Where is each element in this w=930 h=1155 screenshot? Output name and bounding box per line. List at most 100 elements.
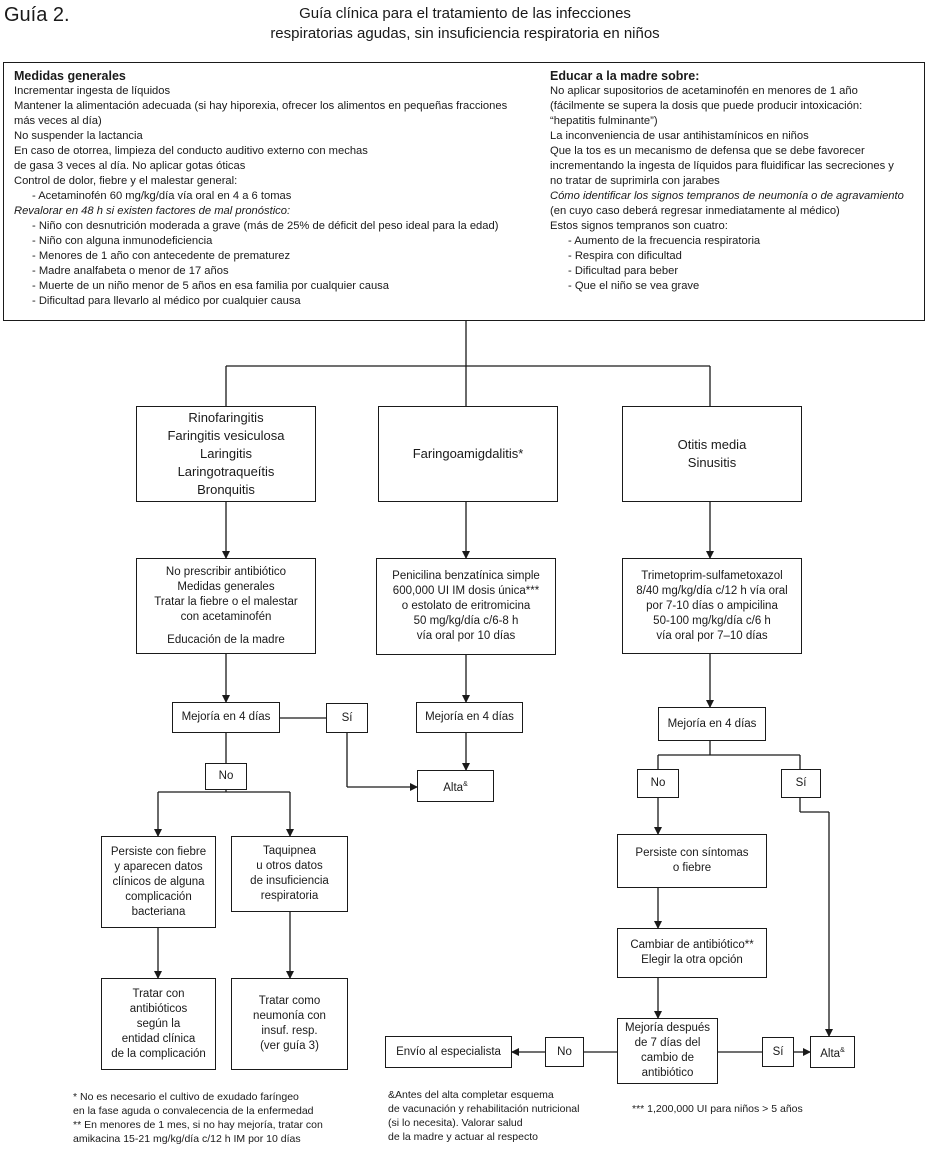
node-text-line: según la [136, 1017, 181, 1030]
node-text-line: Sinusitis [687, 455, 737, 470]
node-text-line: neumonía con [253, 1010, 326, 1022]
list-item: Menores de 1 año con antecedente de prem… [32, 249, 534, 264]
node-text-line: clínicos de alguna [112, 875, 205, 888]
text-line: (si lo necesita). Valorar salud [388, 1117, 523, 1129]
title-line-2: respiratorias agudas, sin insuficiencia … [270, 25, 660, 42]
node-text-line: Tratar con [132, 987, 185, 1000]
node-text-line: antibiótico [641, 1067, 694, 1079]
node-text-line: vía oral por 10 días [416, 630, 516, 642]
node-text-line: complicación [125, 890, 192, 903]
list-item: Niño con desnutrición moderada a grave (… [32, 219, 534, 234]
node-si-bottom: Sí [762, 1037, 794, 1067]
node-text-line: o estolato de eritromicina [401, 600, 531, 612]
info-box: Medidas generales Incrementar ingesta de… [3, 62, 925, 321]
educate-mother: Educar a la madre sobre: No aplicar supo… [550, 69, 922, 294]
text-line: No aplicar supositorios de acetaminofén … [550, 85, 858, 97]
text-line: de la madre y actuar al respecto [388, 1131, 538, 1143]
node-text-line: bacteriana [131, 905, 186, 918]
node-text-line: por 7-10 días o ampicilina [646, 599, 778, 612]
title-line-1: Guía clínica para el tratamiento de las … [299, 5, 631, 22]
node-text-line: 50-100 mg/kg/día c/6 h [653, 614, 771, 627]
node-text-line: 50 mg/kg/día c/6-8 h [413, 615, 519, 627]
list-item: Madre analfabeta o menor de 17 años [32, 264, 534, 279]
text-line: * No es necesario el cultivo de exudado … [73, 1091, 299, 1103]
node-text-line: con acetaminofén [180, 610, 272, 623]
educate-mother-heading: Educar a la madre sobre: [550, 69, 700, 83]
node-text-line: Tratar la fiebre o el malestar [154, 595, 298, 608]
node-alta-right: Alta& [810, 1036, 855, 1068]
text-line: “hepatitis fulminante”) [550, 115, 658, 127]
node-trimetoprim: Trimetoprim-sulfametoxazol 8/40 mg/kg/día… [622, 558, 802, 654]
text-line: &Antes del alta completar esquema [388, 1089, 554, 1101]
node-text-line: Tratar como [258, 995, 321, 1007]
node-text-line: No prescribir antibiótico [165, 565, 287, 578]
node-text-line: Faringitis vesiculosa [167, 428, 285, 443]
list-item: Aumento de la frecuencia respiratoria [568, 234, 922, 249]
page-title: Guía clínica para el tratamiento de las … [250, 4, 680, 44]
node-text-line: Laringotraqueítis [177, 464, 275, 479]
node-si-right: Sí [781, 769, 821, 798]
list-item: Respira con dificultad [568, 249, 922, 264]
text-line: En caso de otorrea, limpieza del conduct… [14, 145, 368, 157]
text-line: Control de dolor, fiebre y el malestar g… [14, 175, 238, 187]
text-line: en la fase aguda o convalecencia de la e… [73, 1105, 314, 1117]
node-text-line: entidad clínica [121, 1032, 196, 1045]
node-text-line: Otitis media [677, 437, 747, 452]
node-text-line: de 7 días del cambio de [634, 1037, 701, 1064]
node-no-bottom: No [545, 1037, 584, 1067]
mother-education-text: Educación de la madre [167, 633, 285, 646]
node-text-line: Laringitis [199, 446, 253, 461]
node-mejoria-left: Mejoría en 4 días [172, 702, 280, 733]
text-line: de gasa 3 veces al día. No aplicar gotas… [14, 160, 246, 172]
text-line: de vacunación y rehabilitación nutricion… [388, 1103, 580, 1115]
guide-label: Guía 2. [4, 4, 70, 26]
alta-mid-label: Alta& [443, 780, 468, 794]
dose-item: Acetaminofén 60 mg/kg/día vía oral en 4 … [32, 189, 534, 204]
alta-right-label: Alta& [820, 1046, 845, 1060]
text-line: La inconveniencia de usar antihistamínic… [550, 130, 809, 142]
node-no-left: No [205, 763, 247, 790]
node-text-line: Cambiar de antibiótico** [630, 939, 754, 951]
node-no-right: No [637, 769, 679, 798]
node-cambiar-antibiotico: Cambiar de antibiótico** Elegir la otra o… [617, 928, 767, 978]
list-item: Que el niño se vea grave [568, 279, 922, 294]
list-item: Muerte de un niño menor de 5 años en esa… [32, 279, 534, 294]
node-text-line: Elegir la otra opción [641, 954, 743, 966]
text-line: ** En menores de 1 mes, si no hay mejorí… [73, 1119, 323, 1131]
node-text-line: 8/40 mg/kg/día c/12 h vía oral [636, 584, 788, 597]
node-envio-especialista: Envío al especialista [385, 1036, 512, 1068]
node-text-line: de la complicación [111, 1047, 206, 1060]
node-text-line: Taquipnea [262, 845, 317, 857]
footnote-left: * No es necesario el cultivo de exudado … [73, 1090, 323, 1146]
node-text-line: o fiebre [672, 862, 712, 874]
general-measures-heading: Medidas generales [14, 69, 126, 83]
node-text-line: y aparecen datos [114, 860, 203, 873]
text-line: Que la tos es un mecanismo de defensa qu… [550, 145, 865, 157]
text-line: No suspender la lactancia [14, 130, 143, 142]
list-item: Dificultad para llevarlo al médico por c… [32, 294, 534, 309]
node-mejoria-mid: Mejoría en 4 días [416, 702, 523, 733]
node-text-line: Persiste con síntomas [635, 847, 749, 859]
node-text-line: Rinofaringitis [188, 410, 264, 425]
node-si-left: Sí [326, 703, 368, 733]
node-text-line: Faringoamigdalitis* [412, 446, 524, 461]
educate-mother-lines-2: (en cuyo caso deberá regresar inmediatam… [550, 204, 922, 234]
educate-mother-lines: No aplicar supositorios de acetaminofén … [550, 84, 922, 189]
node-text-line: de insuficiencia [250, 875, 329, 887]
node-text-line: (ver guía 3) [260, 1040, 319, 1052]
node-text-line: Trimetoprim-sulfametoxazol [641, 569, 783, 582]
node-text-line: Medidas generales [177, 580, 275, 593]
text-line: (fácilmente se supera la dosis que puede… [550, 100, 863, 112]
footnote-middle: &Antes del alta completar esquema de vacu… [388, 1088, 579, 1144]
list-item: Dificultad para beber [568, 264, 922, 279]
early-signs-line: Cómo identificar los signos tempranos de… [550, 190, 904, 202]
text-line: incrementando la ingesta de líquidos par… [550, 160, 894, 172]
text-line: Mantener la alimentación adecuada (si ha… [14, 100, 508, 112]
node-text-line: Bronquitis [197, 482, 255, 497]
